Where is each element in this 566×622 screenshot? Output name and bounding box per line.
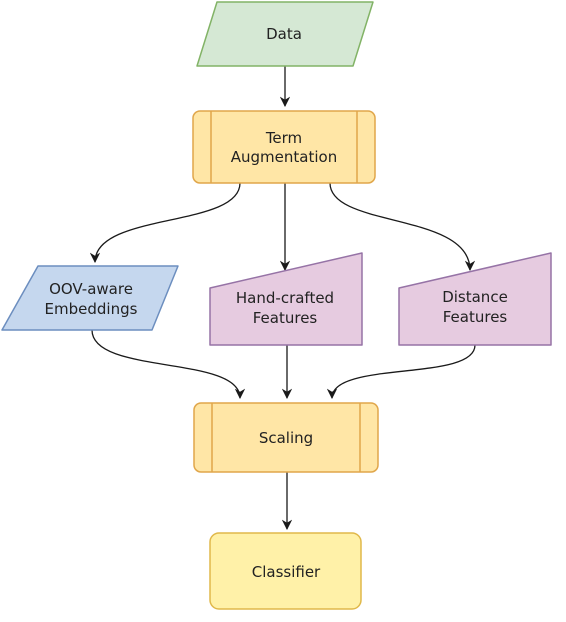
- edge-distance-to-scaling: [326, 344, 476, 400]
- edges: [89, 66, 476, 531]
- node-hand-crafted: Hand-crafted Features: [209, 252, 363, 346]
- classifier-label: Classifier: [252, 563, 321, 581]
- hand-crafted-label-line1: Hand-crafted: [236, 289, 334, 307]
- node-classifier: Classifier: [209, 532, 362, 610]
- term-augmentation-shape: [192, 110, 376, 184]
- oov-embeddings-label-line2: Embeddings: [45, 300, 138, 318]
- distance-label-line2: Features: [443, 308, 508, 326]
- term-augmentation-label-line1: Term: [265, 129, 302, 147]
- data-shape: [196, 1, 374, 67]
- data-label: Data: [266, 25, 302, 43]
- oov-embeddings-shape: [1, 265, 179, 331]
- term-augmentation-label-line2: Augmentation: [231, 148, 337, 166]
- node-distance: Distance Features: [398, 252, 552, 346]
- oov-embeddings-label-line1: OOV-aware: [49, 280, 133, 298]
- node-term-augmentation: Term Augmentation: [192, 110, 376, 184]
- edge-term-augmentation-to-distance: [329, 182, 476, 272]
- scaling-shape: [193, 402, 379, 473]
- edge-oov-embeddings-to-scaling: [91, 329, 246, 400]
- classifier-shape: [209, 532, 362, 610]
- node-data: Data: [196, 1, 374, 67]
- hand-crafted-shape: [209, 252, 363, 346]
- node-scaling: Scaling: [193, 402, 379, 473]
- distance-shape: [398, 252, 552, 346]
- scaling-label: Scaling: [259, 429, 313, 447]
- node-oov-embeddings: OOV-aware Embeddings: [1, 265, 179, 331]
- edge-term-augmentation-to-oov-embeddings: [89, 182, 241, 264]
- distance-label-line1: Distance: [442, 288, 508, 306]
- hand-crafted-label-line2: Features: [253, 309, 318, 327]
